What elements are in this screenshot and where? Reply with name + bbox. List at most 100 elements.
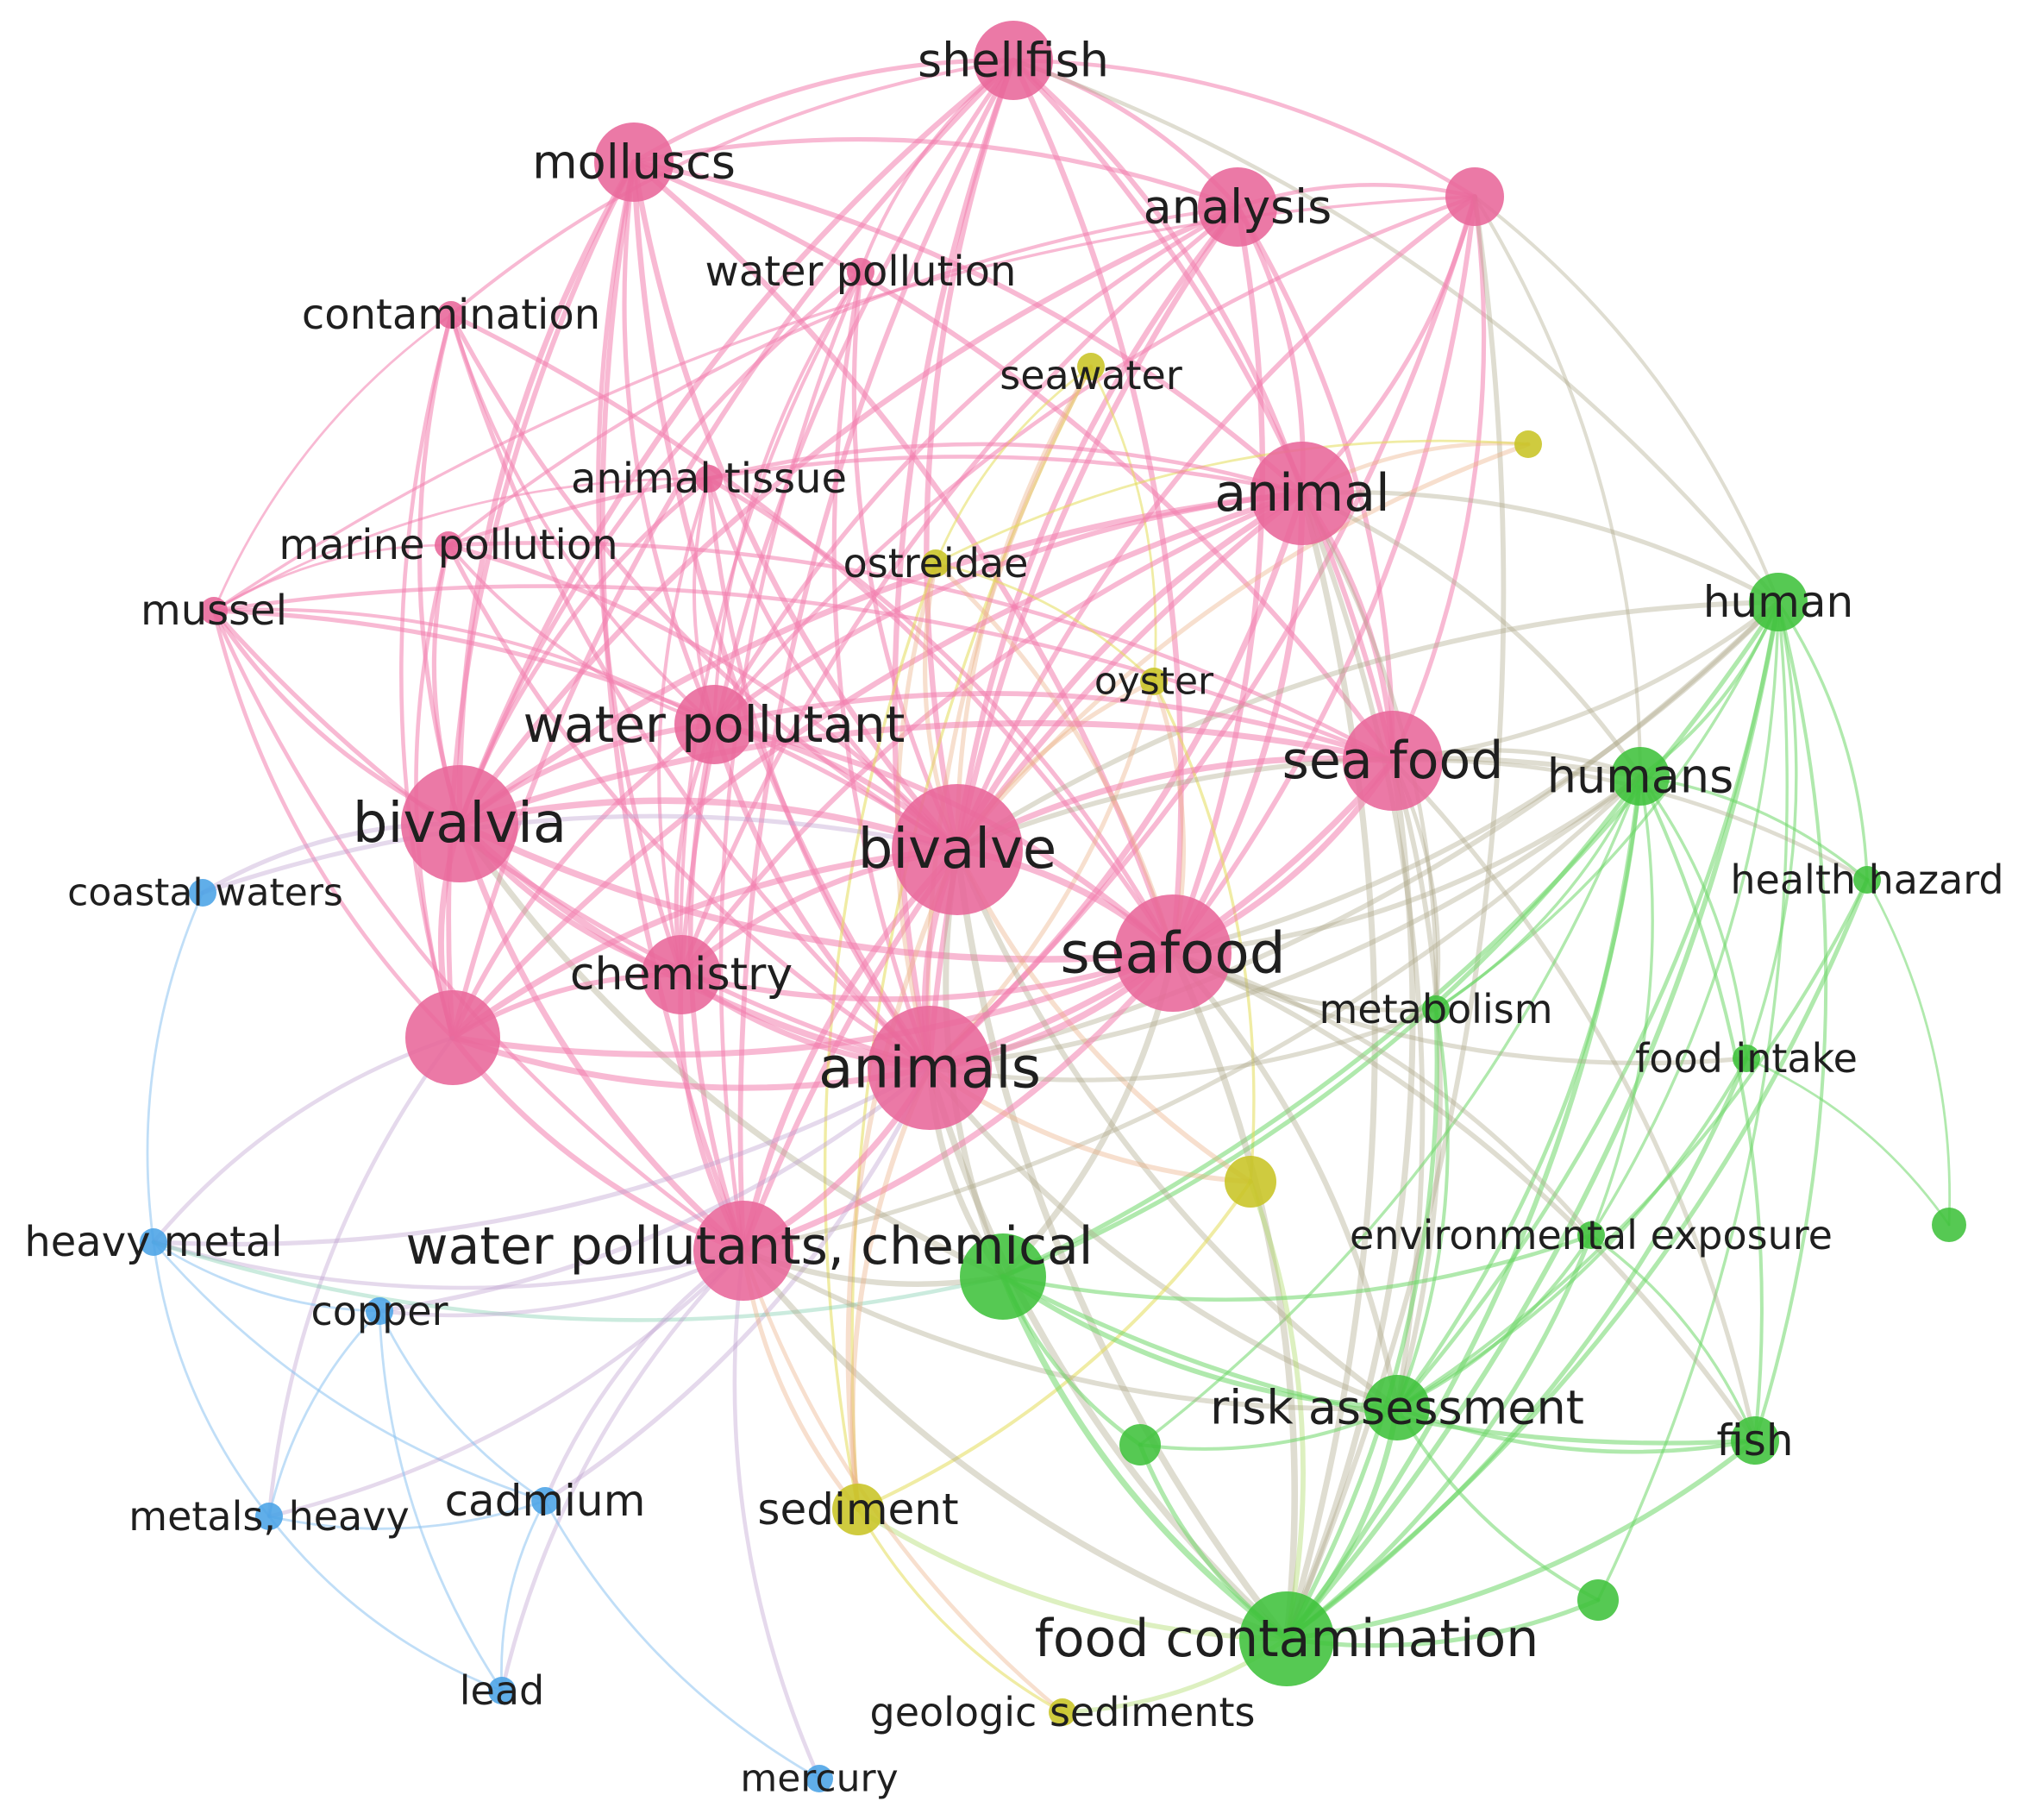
node-food-intake[interactable] bbox=[1733, 1045, 1760, 1072]
edge-molluscs-seafood bbox=[630, 159, 1176, 957]
node-geologic-sediments[interactable] bbox=[1049, 1698, 1076, 1726]
edge-environmental-exposure-fish bbox=[1589, 1233, 1757, 1442]
node-environmental-exposure[interactable] bbox=[1577, 1221, 1605, 1249]
node-fish[interactable] bbox=[1731, 1416, 1779, 1465]
edge-humans-health-hazard bbox=[1639, 775, 1869, 882]
node-pink-unlabeled-2[interactable] bbox=[405, 990, 500, 1085]
label-risk-assessment: risk assessment bbox=[1210, 1381, 1584, 1435]
edge-animal-tissue-animal bbox=[706, 442, 1305, 496]
edge-sea-food-bivalvia bbox=[456, 719, 1396, 827]
node-pink-unlabeled-1[interactable] bbox=[1445, 167, 1504, 226]
node-yellow-unlabeled-2[interactable] bbox=[1225, 1156, 1276, 1208]
node-shellfish[interactable] bbox=[974, 21, 1053, 100]
node-humans[interactable] bbox=[1611, 747, 1670, 806]
edge-marine-pollution-mussel bbox=[212, 543, 450, 612]
edge-oyster-yellow-unlabeled-2 bbox=[1152, 680, 1256, 1183]
label-human: human bbox=[1703, 577, 1853, 627]
edge-bivalve-food-contamination bbox=[954, 846, 1290, 1642]
label-water-pollutants-chemical: water pollutants, chemical bbox=[406, 1216, 1094, 1277]
edge-environmental-exposure-food-contamination bbox=[1284, 1233, 1594, 1641]
edge-mussel-water-pollutants-chemical bbox=[211, 608, 746, 1253]
node-risk-assessment[interactable] bbox=[1364, 1375, 1430, 1440]
node-food-contamination[interactable] bbox=[1239, 1591, 1334, 1686]
edge-molluscs-animal bbox=[631, 160, 1305, 496]
node-molluscs[interactable] bbox=[594, 122, 674, 202]
node-water-pollutants-chemical[interactable] bbox=[693, 1201, 793, 1301]
node-coastal-waters[interactable] bbox=[189, 879, 216, 907]
label-bivalvia: bivalvia bbox=[353, 792, 567, 856]
node-green-unlabeled-4[interactable] bbox=[1577, 1579, 1619, 1621]
node-lead[interactable] bbox=[488, 1677, 516, 1704]
node-bivalvia[interactable] bbox=[401, 765, 518, 882]
edge-seafood-food-contamination bbox=[1169, 950, 1299, 1642]
node-seafood[interactable] bbox=[1114, 894, 1232, 1012]
label-food-contamination: food contamination bbox=[1035, 1609, 1539, 1669]
edge-ostreidae-oyster bbox=[934, 562, 1156, 683]
node-heavy-metal[interactable] bbox=[140, 1228, 167, 1256]
edge-water-pollutant-pink-unlabeled-2 bbox=[450, 722, 717, 1040]
node-seawater[interactable] bbox=[1077, 353, 1105, 380]
edge-seafood-fish bbox=[1170, 951, 1758, 1443]
edge-human-food-intake bbox=[1745, 600, 1798, 1060]
node-mercury[interactable] bbox=[805, 1765, 833, 1792]
edge-molluscs-bivalve bbox=[630, 159, 961, 853]
label-seawater: seawater bbox=[1000, 352, 1182, 399]
edge-animal-marine-pollution bbox=[446, 455, 1305, 548]
edge-shellfish-animal bbox=[1011, 58, 1305, 496]
edge-humans-risk-assessment bbox=[1395, 774, 1643, 1410]
edge-heavy-metal-metals-heavy bbox=[152, 1240, 271, 1518]
edge-animal-humans bbox=[1300, 491, 1643, 779]
node-metals-heavy[interactable] bbox=[255, 1503, 283, 1530]
edge-marine-pollution-sea-food bbox=[446, 541, 1395, 763]
edge-bivalve-sediment bbox=[845, 847, 960, 1512]
edge-molluscs-water-pollutant bbox=[622, 160, 717, 727]
node-analysis[interactable] bbox=[1198, 167, 1277, 247]
label-chemistry: chemistry bbox=[570, 949, 793, 1001]
node-copper[interactable] bbox=[366, 1297, 393, 1325]
node-green-unlabeled-2[interactable] bbox=[960, 1233, 1046, 1320]
node-yellow-unlabeled-1[interactable] bbox=[1514, 430, 1542, 458]
edge-human-green-unlabeled-4 bbox=[1596, 600, 1789, 1602]
edge-water-pollutants-chemical-lead bbox=[499, 1248, 746, 1693]
node-green-unlabeled-1[interactable] bbox=[1932, 1208, 1966, 1242]
node-contamination[interactable] bbox=[437, 301, 465, 329]
node-chemistry[interactable] bbox=[642, 935, 721, 1014]
label-health-hazard: health hazard bbox=[1730, 857, 2003, 903]
edge-metabolism-animals bbox=[927, 1007, 1438, 1083]
node-oyster[interactable] bbox=[1140, 668, 1168, 695]
edge-animal-tissue-animals bbox=[706, 476, 932, 1070]
node-ostreidae[interactable] bbox=[922, 549, 950, 577]
label-cadmium: cadmium bbox=[445, 1476, 646, 1526]
edge-bivalvia-bivalve bbox=[456, 797, 961, 853]
node-health-hazard[interactable] bbox=[1853, 866, 1881, 894]
node-mussel[interactable] bbox=[200, 597, 228, 624]
edge-risk-assessment-green-unlabeled-3 bbox=[1138, 1406, 1399, 1451]
node-water-pollutant[interactable] bbox=[674, 685, 754, 764]
node-animal[interactable] bbox=[1250, 442, 1354, 545]
edge-pink-unlabeled-2-metals-heavy bbox=[266, 1035, 455, 1519]
edge-analysis-bivalvia bbox=[456, 204, 1241, 827]
edge-heavy-metal-cadmium bbox=[152, 1240, 547, 1503]
edge-environmental-exposure-risk-assessment bbox=[1395, 1233, 1593, 1409]
node-bivalve[interactable] bbox=[892, 784, 1023, 915]
node-marine-pollution[interactable] bbox=[435, 531, 462, 559]
node-water-pollution[interactable] bbox=[847, 258, 874, 286]
edge-mussel-sea-food bbox=[211, 584, 1395, 763]
node-human[interactable] bbox=[1749, 573, 1808, 631]
label-water-pollutant: water pollutant bbox=[523, 695, 906, 754]
edge-seawater-ostreidae bbox=[934, 365, 1093, 565]
label-bivalve: bivalve bbox=[858, 818, 1057, 882]
node-sediment[interactable] bbox=[832, 1484, 884, 1535]
edge-heavy-metal-green-unlabeled-2 bbox=[151, 1239, 1006, 1322]
node-metabolism[interactable] bbox=[1422, 995, 1450, 1023]
edge-metabolism-food-contamination bbox=[1284, 1007, 1439, 1641]
node-cadmium[interactable] bbox=[531, 1487, 559, 1515]
node-sea-food[interactable] bbox=[1343, 711, 1443, 811]
node-animal-tissue[interactable] bbox=[695, 465, 723, 493]
node-layer bbox=[140, 21, 1966, 1792]
label-seafood: seafood bbox=[1060, 920, 1285, 987]
edge-molluscs-chemistry bbox=[596, 160, 684, 977]
node-green-unlabeled-3[interactable] bbox=[1119, 1424, 1161, 1465]
node-animals[interactable] bbox=[868, 1006, 992, 1130]
